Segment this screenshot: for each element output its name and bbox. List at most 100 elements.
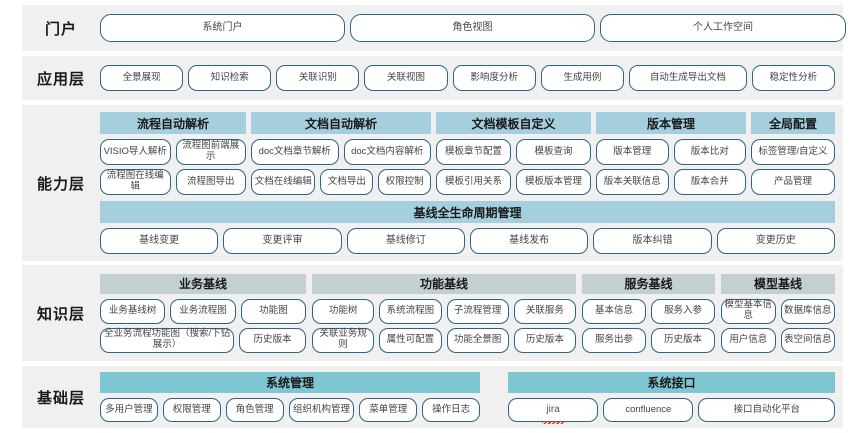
layer-band-capability: 能力层 流程自动解析 VISIO导人解析 流程图前端展示 流程图在线编辑 流程图… <box>22 105 843 261</box>
knowledge-1-0-3[interactable]: 关联服务 <box>513 298 576 324</box>
knowledge-2-0-1[interactable]: 服务入参 <box>651 298 715 324</box>
capability-4-1-0[interactable]: 产品管理 <box>751 169 835 195</box>
capability-lifecycle-row: 基线变更 变更评审 基线修订 基线发布 版本纠错 变更历史 <box>100 228 835 254</box>
application-item-7[interactable]: 稳定性分析 <box>751 65 835 91</box>
application-item-3[interactable]: 关联视图 <box>364 65 448 91</box>
base-0-item-0[interactable]: 多用户管理 <box>100 398 158 422</box>
capability-group-1: 文档自动解析 doc文档章节解析 doc文档内容解析 文档在线编辑 文档导出 权… <box>251 112 431 195</box>
lifecycle-item-2[interactable]: 基线修订 <box>346 228 465 254</box>
layer-label-knowledge: 知识层 <box>36 305 85 323</box>
knowledge-group-0-header: 业务基线 <box>100 273 306 294</box>
knowledge-0-0-1[interactable]: 业务流程图 <box>170 298 236 324</box>
capability-group-0-row-0: VISIO导人解析 流程图前端展示 <box>100 139 246 165</box>
knowledge-1-0-2[interactable]: 子流程管理 <box>446 298 509 324</box>
base-0-item-4[interactable]: 菜单管理 <box>359 398 418 422</box>
knowledge-1-0-0[interactable]: 功能树 <box>312 298 375 324</box>
knowledge-group-3-row-1: 用户信息 表空间信息 <box>721 327 835 353</box>
layer-body-capability: 流程自动解析 VISIO导人解析 流程图前端展示 流程图在线编辑 流程图导出 文… <box>100 112 843 254</box>
base-1-item-confluence[interactable]: confluence <box>603 398 694 422</box>
knowledge-2-1-1[interactable]: 历史版本 <box>651 327 715 353</box>
capability-0-1-1[interactable]: 流程图导出 <box>175 169 246 195</box>
capability-0-1-0[interactable]: 流程图在线编辑 <box>100 169 171 195</box>
base-1-item-2[interactable]: 接口自动化平台 <box>698 398 835 422</box>
base-group-1-header: 系统接口 <box>508 372 835 393</box>
base-groups: 系统管理 多用户管理 权限管理 角色管理 组织机构管理 菜单管理 操作日志 系统… <box>100 372 835 422</box>
base-0-item-5[interactable]: 操作日志 <box>422 398 481 422</box>
base-group-0-header: 系统管理 <box>100 372 480 393</box>
application-item-1[interactable]: 知识检索 <box>188 65 272 91</box>
capability-4-0-0[interactable]: 标签管理/自定义 <box>751 139 835 165</box>
capability-1-1-2[interactable]: 权限控制 <box>378 169 431 195</box>
capability-group-1-row-0: doc文档章节解析 doc文档内容解析 <box>251 139 431 165</box>
knowledge-group-1: 功能基线 功能树 系统流程图 子流程管理 关联服务 关联业务规则 属性可配置 功… <box>312 273 576 353</box>
layer-band-portal: 门户 系统门户 角色视图 个人工作空间 <box>22 5 846 51</box>
knowledge-1-1-0[interactable]: 关联业务规则 <box>312 327 375 353</box>
knowledge-0-0-2[interactable]: 功能图 <box>240 298 306 324</box>
portal-item-0[interactable]: 系统门户 <box>100 14 345 42</box>
capability-1-1-0[interactable]: 文档在线编辑 <box>251 169 316 195</box>
application-item-4[interactable]: 影响度分析 <box>452 65 536 91</box>
knowledge-1-0-1[interactable]: 系统流程图 <box>379 298 442 324</box>
portal-item-2[interactable]: 个人工作空间 <box>600 14 846 42</box>
knowledge-1-1-1[interactable]: 属性可配置 <box>379 327 442 353</box>
base-group-1-row: jira confluence 接口自动化平台 <box>508 398 835 422</box>
base-1-item-jira[interactable]: jira <box>508 398 599 422</box>
knowledge-group-2-row-1: 服务出参 历史版本 <box>582 327 715 353</box>
application-item-0[interactable]: 全景展现 <box>100 65 184 91</box>
application-item-6[interactable]: 自动生成导出文档 <box>628 65 747 91</box>
capability-1-0-1[interactable]: doc文档内容解析 <box>343 139 431 165</box>
knowledge-3-0-1[interactable]: 数据库信息 <box>780 298 835 324</box>
knowledge-0-0-0[interactable]: 业务基线树 <box>100 298 166 324</box>
knowledge-3-1-0[interactable]: 用户信息 <box>721 327 776 353</box>
capability-3-1-1[interactable]: 版本合并 <box>673 169 746 195</box>
layer-label-capability: 能力层 <box>36 175 85 193</box>
capability-group-4-header: 全局配置 <box>751 112 835 134</box>
base-group-0: 系统管理 多用户管理 权限管理 角色管理 组织机构管理 菜单管理 操作日志 <box>100 372 481 422</box>
knowledge-0-1-1[interactable]: 历史版本 <box>239 327 306 353</box>
lifecycle-item-4[interactable]: 版本纠错 <box>593 228 712 254</box>
base-0-item-3[interactable]: 组织机构管理 <box>288 398 355 422</box>
knowledge-group-0-row-1: 全业务流程功能图（搜索/下钻展示） 历史版本 <box>100 327 306 353</box>
capability-1-1-1[interactable]: 文档导出 <box>320 169 374 195</box>
application-item-5[interactable]: 生成用例 <box>540 65 624 91</box>
capability-group-4: 全局配置 标签管理/自定义 产品管理 <box>751 112 835 195</box>
lifecycle-item-3[interactable]: 基线发布 <box>469 228 589 254</box>
layer-body-base: 系统管理 多用户管理 权限管理 角色管理 组织机构管理 菜单管理 操作日志 系统… <box>100 372 843 422</box>
lifecycle-item-1[interactable]: 变更评审 <box>223 228 342 254</box>
knowledge-group-1-header: 功能基线 <box>312 273 576 294</box>
capability-2-0-1[interactable]: 模板查询 <box>516 139 591 165</box>
knowledge-3-1-1[interactable]: 表空间信息 <box>780 327 835 353</box>
knowledge-group-3-row-0: 模型基本信息 数据库信息 <box>721 298 835 324</box>
capability-2-1-0[interactable]: 模板引用关系 <box>436 169 511 195</box>
knowledge-group-3-header: 模型基线 <box>721 273 835 294</box>
capability-0-0-1[interactable]: 流程图前端展示 <box>175 139 246 165</box>
application-row: 全景展现 知识检索 关联识别 关联视图 影响度分析 生成用例 自动生成导出文档 … <box>100 65 835 91</box>
capability-0-0-0[interactable]: VISIO导人解析 <box>100 139 171 165</box>
knowledge-1-1-2[interactable]: 功能全景图 <box>446 327 509 353</box>
knowledge-group-3: 模型基线 模型基本信息 数据库信息 用户信息 表空间信息 <box>721 273 835 353</box>
knowledge-2-0-0[interactable]: 基本信息 <box>582 298 646 324</box>
capability-2-0-0[interactable]: 模板章节配置 <box>436 139 511 165</box>
capability-group-0: 流程自动解析 VISIO导人解析 流程图前端展示 流程图在线编辑 流程图导出 <box>100 112 246 195</box>
layer-body-knowledge: 业务基线 业务基线树 业务流程图 功能图 全业务流程功能图（搜索/下钻展示） 历… <box>100 273 843 353</box>
layer-band-base: 基础层 系统管理 多用户管理 权限管理 角色管理 组织机构管理 菜单管理 操作日… <box>22 366 843 428</box>
capability-3-0-1[interactable]: 版本比对 <box>673 139 746 165</box>
portal-item-1[interactable]: 角色视图 <box>350 14 595 42</box>
base-0-item-2[interactable]: 角色管理 <box>225 398 284 422</box>
lifecycle-item-5[interactable]: 变更历史 <box>716 228 835 254</box>
layer-band-application: 应用层 全景展现 知识检索 关联识别 关联视图 影响度分析 生成用例 自动生成导… <box>22 56 843 100</box>
capability-1-0-0[interactable]: doc文档章节解析 <box>251 139 339 165</box>
capability-group-3: 版本管理 版本管理 版本比对 版本关联信息 版本合并 <box>596 112 746 195</box>
application-item-2[interactable]: 关联识别 <box>276 65 360 91</box>
knowledge-1-1-3[interactable]: 历史版本 <box>513 327 576 353</box>
base-0-item-1[interactable]: 权限管理 <box>162 398 221 422</box>
capability-3-0-0[interactable]: 版本管理 <box>596 139 669 165</box>
knowledge-2-1-0[interactable]: 服务出参 <box>582 327 646 353</box>
capability-2-1-1[interactable]: 模板版本管理 <box>516 169 591 195</box>
knowledge-0-1-0[interactable]: 全业务流程功能图（搜索/下钻展示） <box>100 327 235 353</box>
knowledge-group-2: 服务基线 基本信息 服务入参 服务出参 历史版本 <box>582 273 715 353</box>
lifecycle-item-0[interactable]: 基线变更 <box>100 228 219 254</box>
knowledge-3-0-0[interactable]: 模型基本信息 <box>721 298 776 324</box>
capability-3-1-0[interactable]: 版本关联信息 <box>596 169 669 195</box>
